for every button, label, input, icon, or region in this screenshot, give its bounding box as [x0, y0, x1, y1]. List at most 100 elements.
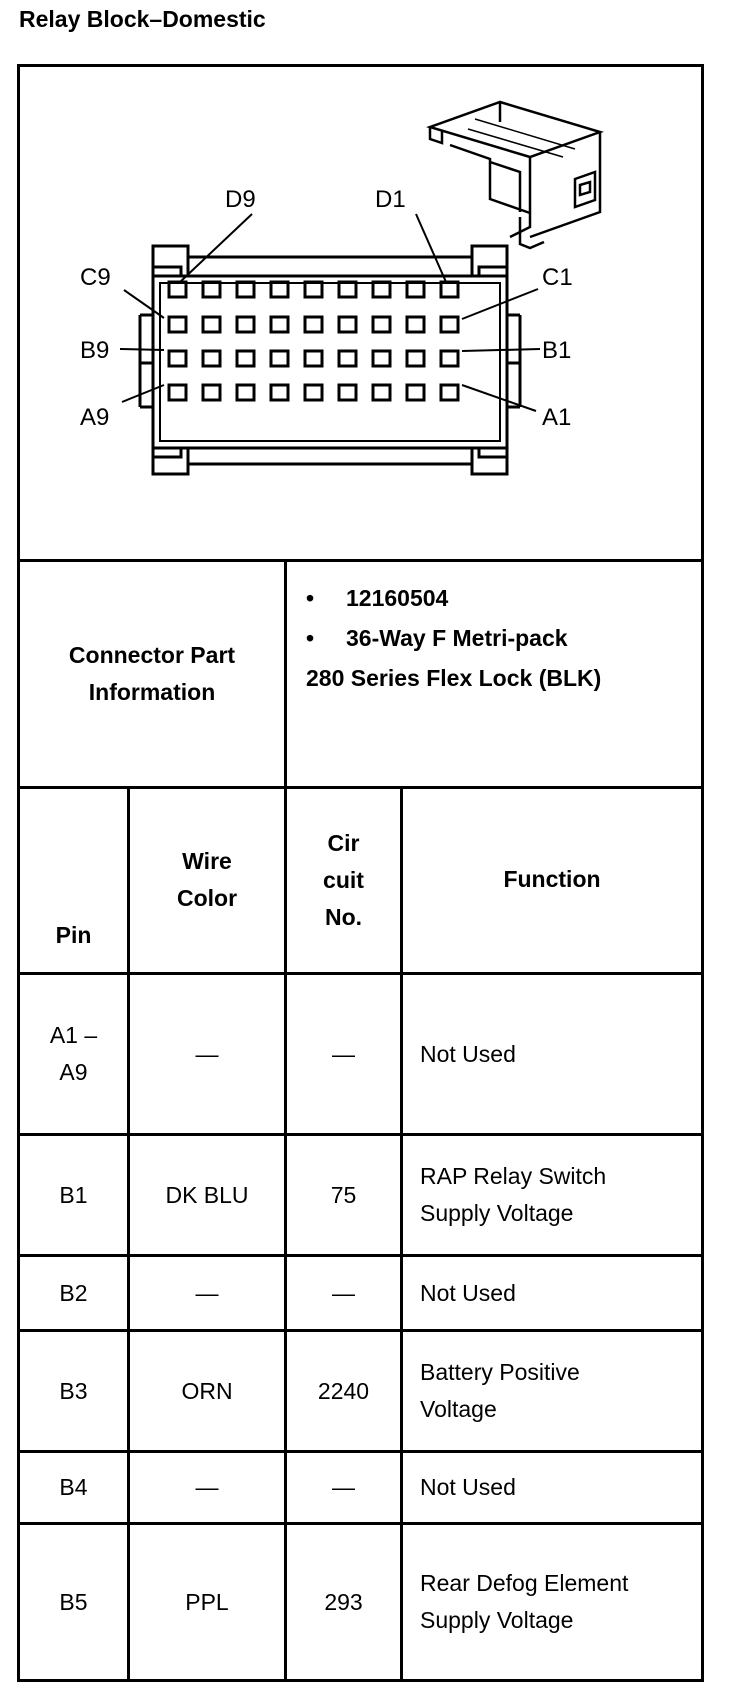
circuit-cell: —: [332, 1279, 355, 1306]
pin-cell: B1: [59, 1181, 88, 1208]
circuit-cell: 2240: [317, 1377, 370, 1404]
pin-grid: [167, 280, 460, 402]
pin-cavity-D7: [235, 280, 256, 299]
divider-row-3: [17, 1329, 704, 1332]
divider-header: [17, 972, 704, 975]
pin-cavity-B6: [269, 349, 290, 368]
pin-cavity-D8: [201, 280, 222, 299]
pin-cell: B4: [59, 1474, 88, 1500]
connector-table-frame: [17, 64, 704, 1682]
wire-color-cell: —: [195, 1474, 219, 1500]
connector-body: [151, 274, 509, 450]
pin-cell: A1 –A9: [49, 1022, 98, 1085]
circuit-cell: —: [332, 1040, 355, 1067]
header-pin: Pin: [55, 922, 92, 948]
function-cell: Battery Positive Voltage: [420, 1359, 580, 1422]
pin-cavity-C9: [167, 315, 188, 334]
connector-item-1: •12160504: [306, 585, 449, 611]
pin-cavity-C4: [337, 315, 358, 334]
function-cell: Not Used: [420, 1279, 516, 1306]
connector-info-values: •12160504 •36-Way F Metri-pack 280 Serie…: [306, 578, 601, 698]
col-divider-2: [284, 786, 287, 1682]
connector-info-label: Connector Part Information: [68, 642, 236, 705]
pin-cavity-C2: [405, 315, 426, 334]
connector-bottom-latch-right: [470, 448, 509, 476]
col-divider-3: [400, 786, 403, 1682]
pin-cavity-D4: [337, 280, 358, 299]
pin-cavity-B4: [337, 349, 358, 368]
pin-cell: B3: [59, 1377, 88, 1404]
circuit-cell: 75: [330, 1181, 357, 1208]
wire-color-cell: —: [195, 1040, 219, 1067]
connector-item-3: 280 Series Flex Lock (BLK): [306, 665, 602, 691]
pin-cell: B5: [59, 1588, 88, 1615]
header-wire-color: Wire Color: [176, 848, 238, 911]
pin-cavity-B9: [167, 349, 188, 368]
pin-cell: B2: [59, 1279, 88, 1306]
divider-connector-info: [284, 559, 287, 789]
wire-color-cell: ORN: [181, 1377, 233, 1404]
divider-row-4: [17, 1450, 704, 1453]
circuit-cell: —: [332, 1474, 355, 1500]
function-cell: Not Used: [420, 1040, 516, 1067]
connector-inner: [159, 282, 501, 442]
pin-cavity-A3: [371, 383, 392, 402]
connector-bottom-latch: [151, 448, 190, 476]
label-a9: A9: [80, 404, 109, 431]
divider-diagram: [17, 559, 704, 562]
connector-diagram: D9 D1 C9 C1 B9 B1 A9 A1: [80, 100, 605, 476]
function-cell: Rear Defog Element Supply Voltage: [420, 1570, 629, 1633]
connector-top-latch-right: [470, 244, 509, 276]
pin-cavity-D3: [371, 280, 392, 299]
pin-cavity-C7: [235, 315, 256, 334]
divider-row-1: [17, 1133, 704, 1136]
label-b9: B9: [80, 337, 109, 364]
connector-right-tabs: [477, 265, 522, 459]
label-c9: C9: [80, 264, 111, 291]
pin-cavity-B3: [371, 349, 392, 368]
wire-color-cell: DK BLU: [165, 1181, 249, 1208]
function-cell: Not Used: [420, 1474, 516, 1500]
header-function: Function: [503, 866, 601, 892]
pin-cavity-A2: [405, 383, 426, 402]
connector-top-latch: [151, 244, 190, 276]
pin-cavity-B1: [439, 349, 460, 368]
pin-cavity-A6: [269, 383, 290, 402]
pin-cavity-A5: [303, 383, 324, 402]
function-cell: RAP Relay Switch Supply Voltage: [420, 1163, 607, 1226]
pin-cavity-C1: [439, 315, 460, 334]
circuit-cell: 293: [324, 1588, 363, 1615]
pin-cavity-C6: [269, 315, 290, 334]
pin-cavity-A4: [337, 383, 358, 402]
pin-cavity-A9: [167, 383, 188, 402]
pin-cavity-D6: [269, 280, 290, 299]
pin-cavity-B2: [405, 349, 426, 368]
page-title: Relay Block–Domestic: [19, 6, 266, 32]
pin-cavity-A1: [439, 383, 460, 402]
col-divider-1: [127, 786, 130, 1682]
pin-cavity-D2: [405, 280, 426, 299]
pin-cavity-D5: [303, 280, 324, 299]
pin-cavity-A7: [235, 383, 256, 402]
label-a1: A1: [542, 404, 571, 431]
pin-cavity-D1: [439, 280, 460, 299]
connector-item-2: •36-Way F Metri-pack: [306, 625, 568, 651]
wire-color-cell: PPL: [185, 1588, 229, 1615]
pin-cavity-D9: [167, 280, 188, 299]
wire-color-cell: —: [195, 1279, 219, 1306]
label-c1: C1: [542, 264, 573, 291]
label-d1: D1: [375, 186, 406, 213]
pin-cavity-B7: [235, 349, 256, 368]
divider-info: [17, 786, 704, 789]
connector-left-tabs: [138, 265, 183, 459]
pin-cavity-C3: [371, 315, 392, 334]
divider-row-2: [17, 1254, 704, 1257]
pin-cavity-B5: [303, 349, 324, 368]
pin-cavity-C8: [201, 315, 222, 334]
pin-cavity-B8: [201, 349, 222, 368]
divider-row-5: [17, 1522, 704, 1525]
header-circuit-no: Cir cuit No.: [323, 830, 364, 930]
label-b1: B1: [542, 337, 571, 364]
pin-cavity-A8: [201, 383, 222, 402]
connector-isometric-sketch: [425, 100, 605, 250]
